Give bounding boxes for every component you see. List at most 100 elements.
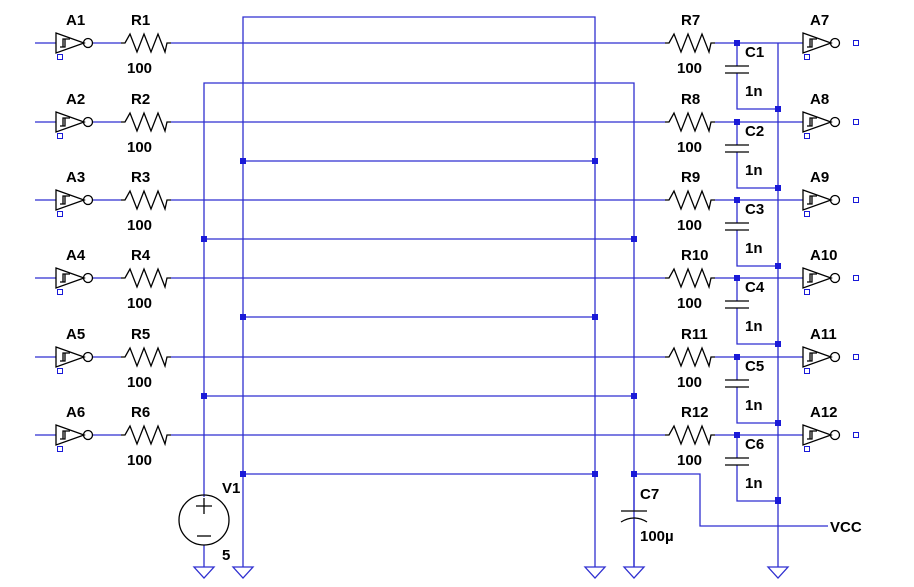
- inversion-bubble: [82, 37, 94, 49]
- resistor-value-r2: 100: [127, 139, 152, 156]
- capacitor-to-bus-wire: [736, 152, 778, 189]
- resistor-label-r4: R4: [131, 247, 151, 264]
- schmitt-inverter-a10: [802, 267, 841, 289]
- inversion-bubble: [829, 272, 841, 284]
- capacitor-c2: [725, 144, 749, 153]
- gate-label-a12: A12: [810, 404, 838, 421]
- resistor-value-r5: 100: [127, 374, 152, 391]
- junction-dot: [775, 263, 781, 269]
- resistor-value-r12: 100: [677, 452, 702, 469]
- resistor-r1: [121, 32, 171, 55]
- ground-symbol: [622, 566, 646, 579]
- capacitor-c7-curved-plate: [620, 517, 648, 523]
- resistor-label-r11: R11: [681, 326, 708, 343]
- hysteresis-icon: [807, 117, 817, 127]
- output-pin: [853, 40, 859, 46]
- schmitt-inverter-a6: [55, 424, 94, 446]
- schmitt-inverter-a11: [802, 346, 841, 368]
- decoupling-cap-value-label: 100µ: [640, 528, 674, 545]
- schmitt-inverter-a12: [802, 424, 841, 446]
- inversion-bubble: [829, 429, 841, 441]
- junction-dot: [775, 420, 781, 426]
- gate-pin: [804, 211, 810, 217]
- resistor-r11: [665, 346, 715, 369]
- hysteresis-icon: [807, 273, 817, 283]
- capacitor-to-bus-wire: [736, 308, 778, 345]
- schmitt-inverter-a4: [55, 267, 94, 289]
- inversion-bubble: [829, 116, 841, 128]
- schmitt-inverter-a3: [55, 189, 94, 211]
- junction-dot: [734, 432, 740, 438]
- junction-dot: [631, 393, 637, 399]
- resistor-r4: [121, 267, 171, 290]
- vcc-net-label: VCC: [830, 519, 862, 536]
- resistor-value-r6: 100: [127, 452, 152, 469]
- resistor-label-r9: R9: [681, 169, 700, 186]
- junction-dot: [631, 236, 637, 242]
- buffer-triangle: [802, 346, 833, 368]
- resistor-value-r7: 100: [677, 60, 702, 77]
- resistor-label-r7: R7: [681, 12, 700, 29]
- resistor-r2: [121, 111, 171, 134]
- gate-pin: [804, 289, 810, 295]
- capacitor-to-bus-wire: [736, 230, 778, 267]
- capacitor-label-c6: C6: [745, 436, 764, 453]
- resistor-r5: [121, 346, 171, 369]
- resistor-label-r12: R12: [681, 404, 709, 421]
- vcc-net-wire: [634, 473, 828, 527]
- junction-dot: [734, 119, 740, 125]
- gate-pin: [57, 211, 63, 217]
- resistor-label-r6: R6: [131, 404, 150, 421]
- resistor-r10: [665, 267, 715, 290]
- resistor-r6: [121, 424, 171, 447]
- hysteresis-icon: [60, 195, 70, 205]
- source-value-label: 5: [222, 547, 230, 564]
- junction-dot: [775, 341, 781, 347]
- buffer-triangle: [55, 111, 86, 133]
- capacitor-c5: [725, 379, 749, 388]
- junction-dot: [240, 158, 246, 164]
- resistor-value-r10: 100: [677, 295, 702, 312]
- hysteresis-icon: [60, 117, 70, 127]
- inversion-bubble: [829, 37, 841, 49]
- inversion-bubble: [82, 272, 94, 284]
- buffer-triangle: [55, 424, 86, 446]
- gate-pin: [804, 133, 810, 139]
- junction-dot: [775, 185, 781, 191]
- hysteresis-icon: [807, 38, 817, 48]
- ground-symbol: [766, 566, 790, 579]
- output-pin: [853, 432, 859, 438]
- schmitt-inverter-a1: [55, 32, 94, 54]
- hysteresis-icon: [60, 38, 70, 48]
- gate-label-a3: A3: [66, 169, 85, 186]
- output-pin: [853, 275, 859, 281]
- capacitor-to-bus-wire: [736, 465, 778, 502]
- resistor-r12: [665, 424, 715, 447]
- buffer-triangle: [55, 189, 86, 211]
- inversion-bubble: [82, 351, 94, 363]
- junction-dot: [631, 471, 637, 477]
- capacitor-value-c3: 1n: [745, 240, 763, 257]
- resistor-value-r4: 100: [127, 295, 152, 312]
- gate-label-a4: A4: [66, 247, 86, 264]
- gate-pin: [57, 133, 63, 139]
- inversion-bubble: [82, 429, 94, 441]
- resistor-value-r8: 100: [677, 139, 702, 156]
- hysteresis-icon: [807, 352, 817, 362]
- junctions: [57, 40, 859, 504]
- capacitor-c1: [725, 65, 749, 74]
- gate-label-a2: A2: [66, 91, 85, 108]
- plus-sign: [196, 498, 212, 514]
- junction-dot: [592, 471, 598, 477]
- resistor-value-r3: 100: [127, 217, 152, 234]
- junction-dot: [240, 471, 246, 477]
- junction-dot: [775, 106, 781, 112]
- capacitor-value-c5: 1n: [745, 397, 763, 414]
- decoupling-cap-name-label: C7: [640, 486, 659, 503]
- gate-label-a9: A9: [810, 169, 829, 186]
- capacitor-label-c2: C2: [745, 123, 764, 140]
- hysteresis-icon: [60, 273, 70, 283]
- ground-bus-outer: [242, 16, 596, 567]
- capacitor-label-c3: C3: [745, 201, 764, 218]
